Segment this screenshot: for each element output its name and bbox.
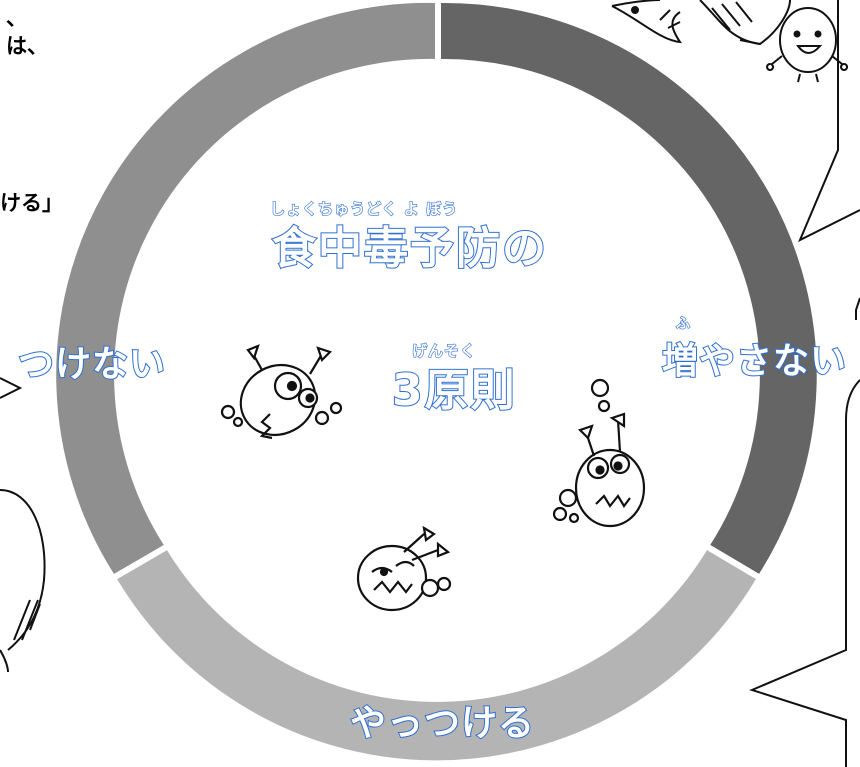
- germ-character-left: [220, 344, 343, 440]
- subtitle-main: 3原則: [391, 364, 517, 417]
- segment-left: [50, 0, 441, 583]
- left-text-line-2: は、: [6, 34, 48, 58]
- germ-character-bottom: [356, 525, 452, 612]
- speech-bubble-right-bottom: [749, 379, 860, 767]
- segment-label-right-ruby: ふ: [675, 315, 691, 332]
- fish-sketch: [611, 0, 791, 46]
- title-main: 食中毒予防の: [271, 222, 548, 275]
- title-ruby: しょくちゅうどく よ ぼう: [269, 199, 458, 218]
- left-text-line-1: 、: [6, 6, 27, 30]
- germ-character-right: [552, 378, 646, 528]
- speech-bubble-right-top: [798, 0, 860, 320]
- segment-label-right: 増やさない: [661, 340, 848, 383]
- subtitle-ruby: げんそく: [411, 341, 477, 360]
- left-text-line-3: ける」: [0, 191, 63, 215]
- onion-sketch: [0, 489, 46, 673]
- speech-bubble-left: [0, 377, 23, 399]
- egg-character: [766, 7, 849, 83]
- segment-bottom: [108, 541, 765, 767]
- segment-label-left: つけない: [17, 343, 167, 386]
- segment-label-bottom: やっつける: [349, 702, 536, 745]
